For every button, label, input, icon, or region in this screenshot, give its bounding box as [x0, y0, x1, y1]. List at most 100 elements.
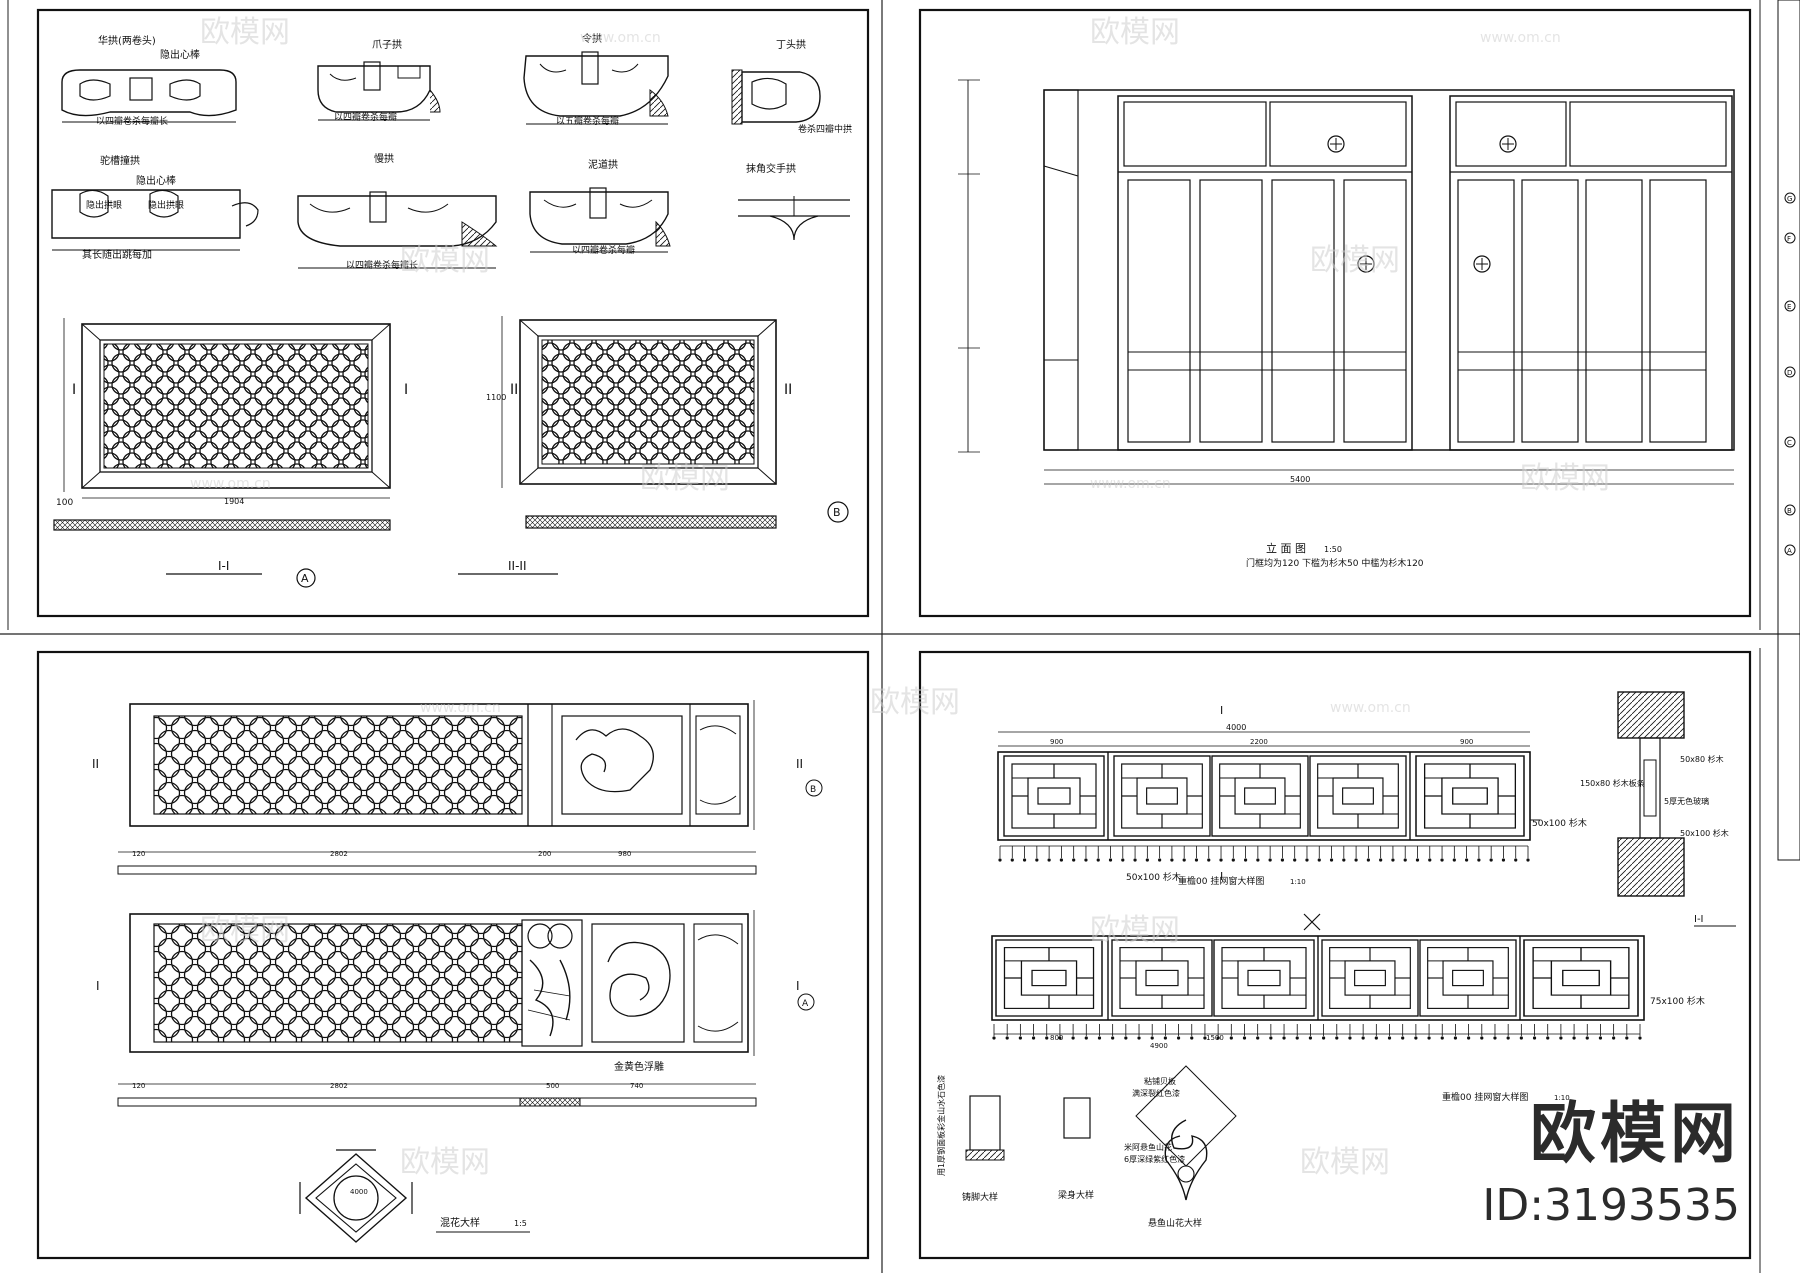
tick-dot — [1465, 858, 1469, 862]
axis-C: C — [1787, 439, 1792, 447]
tick-dot — [1145, 858, 1149, 862]
axis-D: D — [1787, 369, 1792, 377]
tick-dot — [1361, 1036, 1365, 1040]
watermark-7: 欧模网 — [870, 685, 960, 720]
cut-mark-I-b: I — [796, 979, 800, 993]
sheet3-axis-B: B — [810, 785, 816, 795]
sheet4: 4000 900 2200 900 I 50x100 杉木 重檐00 挂网窗大样… — [936, 691, 1736, 1229]
sheet2: 5400 立 面 图 1:50 门框均为120 下槛为杉木50 中槛为杉木120… — [958, 79, 1796, 569]
tick-dot — [1348, 1036, 1352, 1040]
tick-dot — [1031, 1036, 1036, 1040]
tick-dot — [1477, 858, 1481, 862]
sec-title: I-I — [1694, 914, 1704, 925]
window-scale-1: 1:10 — [1290, 878, 1306, 886]
tick-dot — [1501, 858, 1506, 862]
sec-note-1: 50x80 杉木 — [1680, 754, 1724, 764]
tick-dot — [1280, 858, 1285, 862]
tick-dot — [1268, 858, 1272, 862]
watermark-url-5: www.om.cn — [420, 700, 501, 716]
bracket-label-7: 泥道拱 — [588, 158, 618, 171]
window-title-2: 重檐00 挂网窗大样图 — [1442, 1091, 1528, 1103]
tick-dot — [1022, 858, 1027, 862]
tick-dot — [1059, 858, 1063, 862]
note-9: 以四瓣卷杀每瓣长 — [346, 259, 418, 271]
bracket-huagong: 华拱(两卷头) 隐出心棒 以四瓣卷杀每瓣长 — [61, 34, 237, 127]
bracket-zhuazi: 爪子拱 以四瓣卷杀每瓣 — [317, 38, 441, 123]
brand-block: 欧模网 ID:3193535 — [1482, 1080, 1740, 1231]
window-scale-2: 1:10 — [1554, 1094, 1570, 1102]
tick-dot — [1317, 858, 1321, 862]
tick-dot — [1532, 1036, 1537, 1040]
total-dim: 5400 — [1290, 475, 1310, 484]
tick-dot — [1190, 1036, 1194, 1040]
tick-dot — [1305, 858, 1309, 862]
tick-dot — [1489, 858, 1493, 862]
model-id: ID:3193535 — [1482, 1180, 1740, 1231]
section-II-title: II-II — [508, 559, 527, 573]
tick-dot — [1427, 1036, 1431, 1040]
bracket-linggong: 令拱 以五瓣卷杀每瓣 — [523, 32, 669, 127]
elevation-note: 门框均为120 下槛为杉木50 中槛为杉木120 — [1246, 557, 1424, 569]
dim-1904: 1904 — [224, 497, 244, 506]
brand-logo: 欧模网 — [1530, 1095, 1740, 1172]
s4-dim-d: 800 — [1050, 1034, 1063, 1042]
s4-dim-total: 4000 — [1226, 723, 1246, 732]
small-details: 铸脚大样 梁身大样 悬鱼山花大样 粘铺贝板 满深裂红色漆 米阿悬鱼山花 6厚深绿… — [936, 1065, 1237, 1229]
watermark-url-4: www.om.cn — [1090, 476, 1171, 492]
tick-dot — [1414, 1036, 1418, 1040]
tick-dot — [1335, 1036, 1339, 1040]
watermark-url-6: www.om.cn — [1330, 700, 1411, 716]
long-panel-2: I I A 金黄色浮雕 120 2802 500 740 — [96, 910, 815, 1107]
tick-dot — [1391, 858, 1395, 862]
s3-dim-g: 500 — [546, 1082, 559, 1090]
watermark-url-2: www.om.cn — [1480, 30, 1561, 46]
sec-note-3: 5厚无色玻璃 — [1664, 796, 1709, 806]
note-5: 其长随出跳每加 — [82, 248, 152, 261]
note3-2: 满深裂红色漆 — [1132, 1088, 1180, 1098]
tick-dot — [1585, 1036, 1589, 1040]
tick-dot — [1506, 1036, 1510, 1040]
tick-dot — [1194, 858, 1199, 862]
tick-dot — [1256, 858, 1260, 862]
dim-1100: 1100 — [486, 393, 506, 402]
tick-dot — [1428, 858, 1432, 862]
wood-spec-3: 50x100 杉木 — [1126, 871, 1181, 883]
watermark-8: 欧模网 — [200, 913, 290, 948]
bracket-label-6: 慢拱 — [374, 152, 394, 165]
note-4: 隐出拱眼 — [148, 199, 184, 211]
tick-dot — [1097, 1036, 1102, 1040]
tick-dot — [1124, 1036, 1128, 1040]
note3-3: 米阿悬鱼山花 — [1124, 1142, 1172, 1152]
cut-mark-right: I — [404, 382, 408, 398]
window-title-1: 重檐00 挂网窗大样图 — [1178, 875, 1264, 887]
tick-dot — [1282, 1036, 1286, 1040]
bracket-label-8: 抹角交手拱 — [746, 162, 796, 175]
tick-dot — [1546, 1036, 1550, 1040]
tick-dot — [1493, 1036, 1497, 1040]
tick-dot — [1005, 1036, 1009, 1040]
axis-B: B — [1787, 507, 1792, 515]
bracket-mangong: 慢拱 以四瓣卷杀每瓣长 — [297, 152, 498, 271]
s3-dim-d: 980 — [618, 850, 631, 858]
watermarks: 欧模网 www.om.cn 欧模网 www.om.cn 欧模网 欧模网 www.… — [190, 15, 1610, 1180]
tick-dot — [1035, 858, 1039, 862]
watermark-11: 欧模网 — [1300, 1145, 1390, 1180]
gold-relief-note: 金黄色浮雕 — [614, 1060, 664, 1073]
tick-dot — [1121, 858, 1125, 862]
s3-dim-b: 2802 — [330, 850, 348, 858]
detail-3: 悬鱼山花大样 — [1148, 1217, 1202, 1229]
tick-dot — [1415, 858, 1420, 862]
watermark-url-1: www.om.cn — [580, 30, 661, 46]
tick-dot — [1440, 858, 1444, 862]
watermark-1: 欧模网 — [200, 15, 290, 50]
axis-A: A — [1787, 547, 1792, 555]
axis-G: G — [1787, 195, 1792, 203]
tick-dot — [1342, 858, 1346, 862]
axis-E: E — [1787, 303, 1791, 311]
tick-dot — [1176, 1036, 1181, 1040]
tick-dot — [1293, 858, 1297, 862]
tick-dot — [1111, 1036, 1115, 1040]
tick-dot — [1207, 858, 1211, 862]
dim-100: 100 — [56, 498, 73, 508]
